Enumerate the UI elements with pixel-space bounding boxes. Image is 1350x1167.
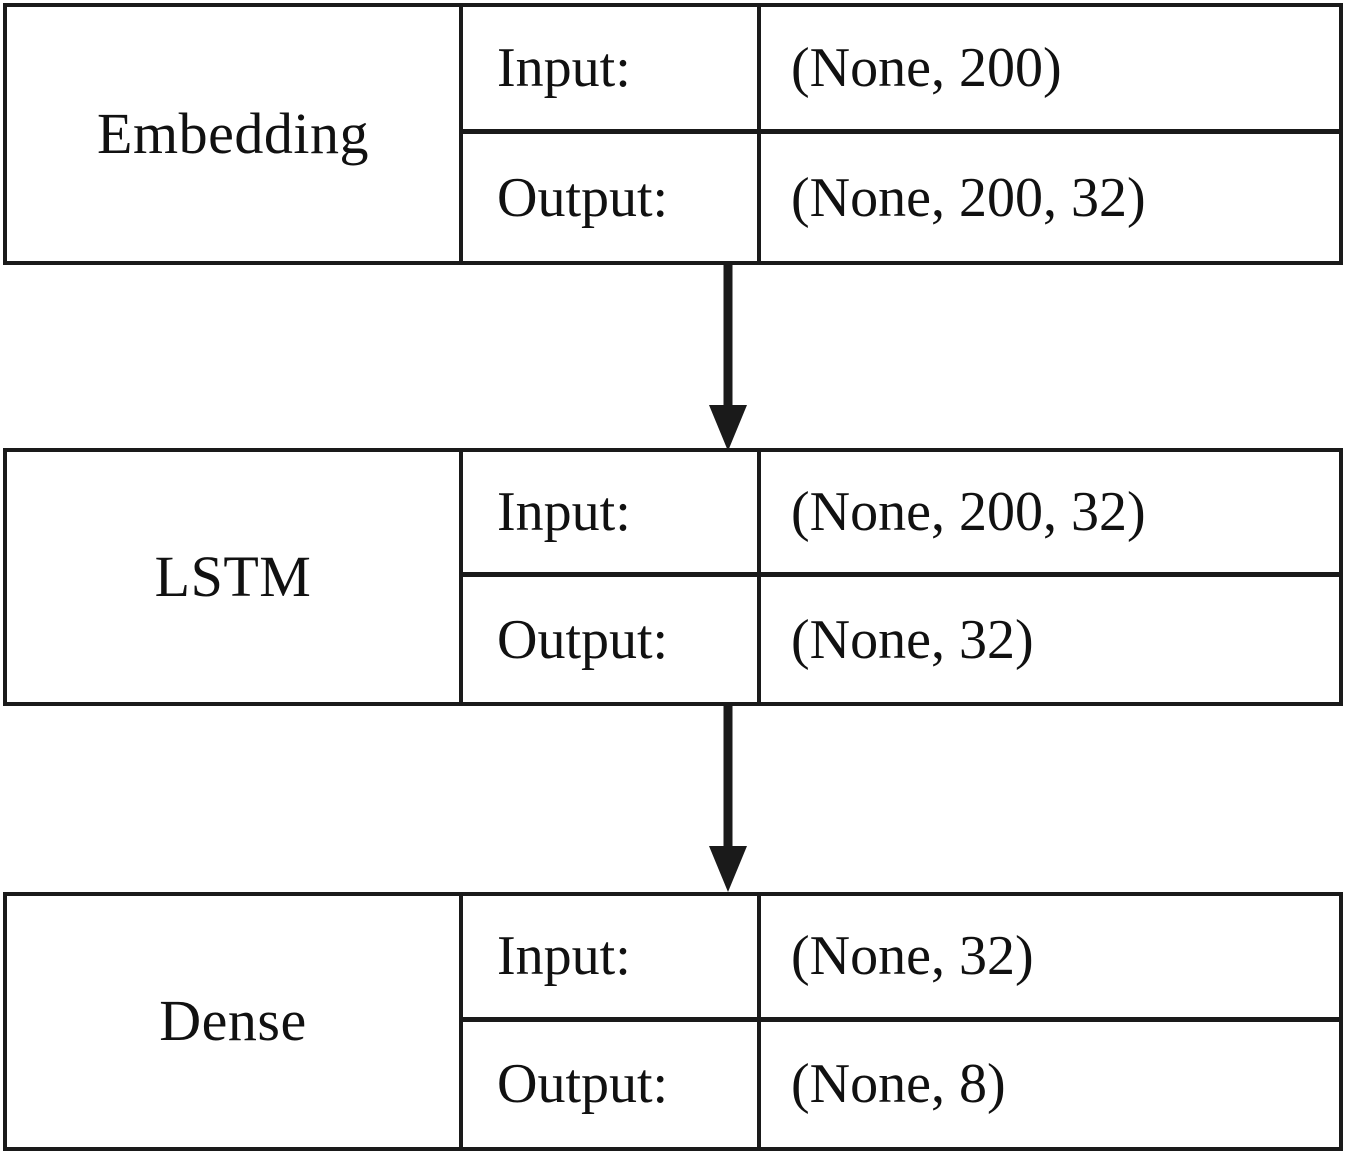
output-shape-embedding: (None, 200, 32) bbox=[761, 134, 1339, 261]
input-shape-lstm: (None, 200, 32) bbox=[761, 452, 1339, 572]
layer-io-grid-dense: Input: (None, 32) Output: (None, 8) bbox=[463, 896, 1339, 1147]
layer-node-embedding: Embedding Input: (None, 200) Output: (No… bbox=[3, 3, 1343, 265]
layer-io-grid-lstm: Input: (None, 200, 32) Output: (None, 32… bbox=[463, 452, 1339, 702]
output-label-embedding: Output: bbox=[463, 134, 761, 261]
layer-input-row-dense: Input: (None, 32) bbox=[463, 896, 1339, 1022]
output-shape-dense: (None, 8) bbox=[761, 1021, 1339, 1147]
layer-input-row-embedding: Input: (None, 200) bbox=[463, 7, 1339, 134]
layer-output-row-lstm: Output: (None, 32) bbox=[463, 577, 1339, 702]
layer-output-row-dense: Output: (None, 8) bbox=[463, 1021, 1339, 1147]
input-label-embedding: Input: bbox=[463, 7, 761, 129]
output-label-dense: Output: bbox=[463, 1021, 761, 1147]
output-shape-lstm: (None, 32) bbox=[761, 577, 1339, 702]
down-arrow-icon-lstm-to-dense bbox=[704, 704, 752, 894]
input-label-lstm: Input: bbox=[463, 452, 761, 572]
input-shape-embedding: (None, 200) bbox=[761, 7, 1339, 129]
input-label-dense: Input: bbox=[463, 896, 761, 1017]
layer-input-row-lstm: Input: (None, 200, 32) bbox=[463, 452, 1339, 577]
layer-node-dense: Dense Input: (None, 32) Output: (None, 8… bbox=[3, 892, 1343, 1151]
layer-name-embedding: Embedding bbox=[7, 7, 463, 261]
layer-node-lstm: LSTM Input: (None, 200, 32) Output: (Non… bbox=[3, 448, 1343, 706]
down-arrow-icon-embedding-to-lstm bbox=[704, 263, 752, 453]
layer-name-dense: Dense bbox=[7, 896, 463, 1147]
layer-output-row-embedding: Output: (None, 200, 32) bbox=[463, 134, 1339, 261]
layer-io-grid-embedding: Input: (None, 200) Output: (None, 200, 3… bbox=[463, 7, 1339, 261]
output-label-lstm: Output: bbox=[463, 577, 761, 702]
input-shape-dense: (None, 32) bbox=[761, 896, 1339, 1017]
layer-name-lstm: LSTM bbox=[7, 452, 463, 702]
